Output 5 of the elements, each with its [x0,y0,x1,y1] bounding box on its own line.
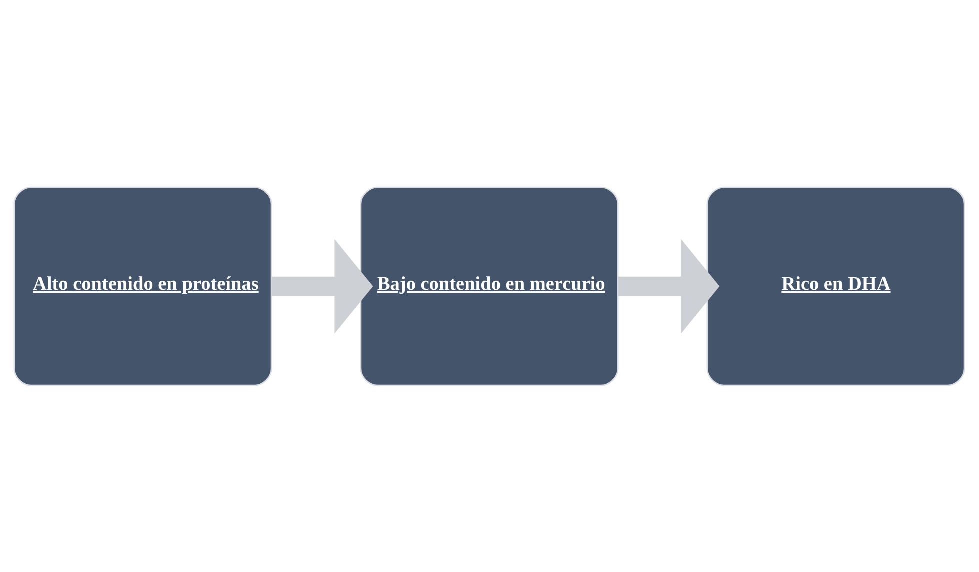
arrow [618,238,720,334]
node-box: Bajo contenido en mercurio [360,186,619,386]
arrow [272,238,374,334]
node-box: Rico en DHA [706,186,966,386]
node-box: Alto contenido en proteínas [14,186,272,386]
